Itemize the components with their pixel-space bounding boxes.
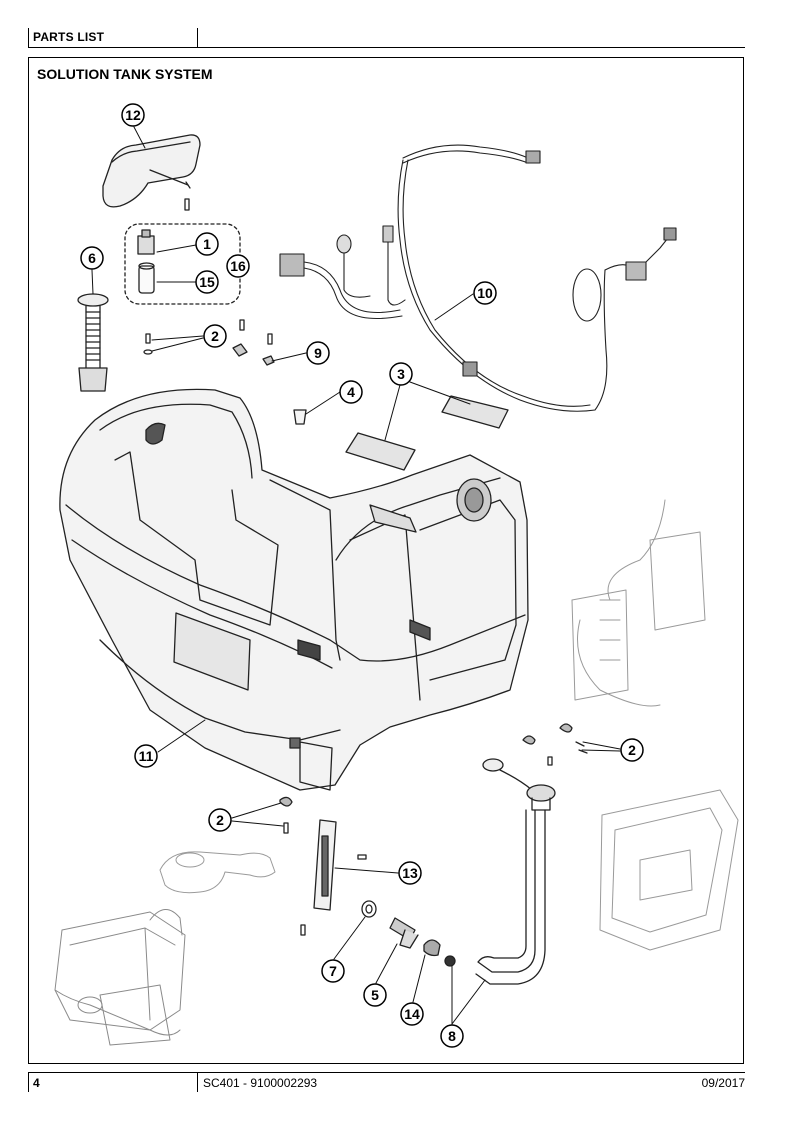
svg-text:16: 16 xyxy=(230,258,246,274)
callout-8: 8 xyxy=(440,1024,464,1048)
part-5-fitting xyxy=(389,917,419,949)
callout-14: 14 xyxy=(400,1002,424,1026)
part-7-washer xyxy=(361,900,377,918)
callout-16: 16 xyxy=(226,254,250,278)
revision-date: 09/2017 xyxy=(701,1076,745,1090)
header-title: PARTS LIST xyxy=(33,30,105,44)
part-12-handle xyxy=(102,134,201,211)
part-15-sleeve xyxy=(138,262,155,294)
part-14-clamp xyxy=(423,939,441,957)
model-number: SC401 - 9100002293 xyxy=(203,1076,318,1090)
svg-text:2: 2 xyxy=(628,742,636,758)
part-11-solution-tank xyxy=(59,388,529,791)
svg-text:11: 11 xyxy=(139,748,154,764)
screw xyxy=(239,319,245,331)
svg-text:7: 7 xyxy=(329,963,337,979)
callout-9: 9 xyxy=(306,341,330,365)
svg-text:8: 8 xyxy=(448,1028,456,1044)
part-8-drain-hose xyxy=(475,758,556,985)
svg-text:13: 13 xyxy=(402,865,418,881)
svg-text:1: 1 xyxy=(203,236,211,252)
svg-text:5: 5 xyxy=(371,987,379,1003)
svg-text:2: 2 xyxy=(216,812,224,828)
callout-15: 15 xyxy=(195,270,219,294)
svg-text:3: 3 xyxy=(397,366,405,382)
screw xyxy=(145,333,151,344)
svg-text:6: 6 xyxy=(88,250,96,266)
svg-text:4: 4 xyxy=(347,384,355,400)
reference-electrical-panel xyxy=(571,499,706,707)
drawing-frame xyxy=(28,57,744,1064)
callout-6: 6 xyxy=(80,246,104,270)
callout-2-b: 2 xyxy=(620,738,644,762)
header-divider xyxy=(197,28,198,47)
reference-machine-view xyxy=(54,909,186,1046)
svg-text:9: 9 xyxy=(314,345,322,361)
callout-5: 5 xyxy=(363,983,387,1007)
part-1-valve xyxy=(137,229,155,255)
footer-rule xyxy=(28,1072,745,1073)
callout-7: 7 xyxy=(321,959,345,983)
callout-10: 10 xyxy=(473,281,497,305)
section-title: SOLUTION TANK SYSTEM xyxy=(37,66,213,82)
callout-1: 1 xyxy=(195,232,219,256)
screw xyxy=(267,333,273,345)
header-rule xyxy=(28,47,745,48)
clip xyxy=(232,343,248,357)
reference-tank-view xyxy=(599,789,739,951)
part-6-fill-hose xyxy=(77,293,109,392)
callout-11: 11 xyxy=(134,744,158,768)
svg-text:10: 10 xyxy=(477,285,493,301)
footer-left-rule xyxy=(28,1072,29,1092)
callouts: 12 1 16 15 6 2 9 10 xyxy=(80,103,644,1048)
part-4-plug xyxy=(293,409,307,425)
callout-2-a: 2 xyxy=(203,324,227,348)
callout-4: 4 xyxy=(339,380,363,404)
hose-plug xyxy=(444,955,456,967)
svg-text:15: 15 xyxy=(199,274,215,290)
svg-text:2: 2 xyxy=(211,328,219,344)
svg-text:12: 12 xyxy=(125,107,141,123)
clip xyxy=(262,355,275,366)
callout-2-c: 2 xyxy=(208,808,232,832)
part-13-bracket xyxy=(300,819,367,936)
part-3-label-b xyxy=(441,395,509,429)
part-3-label-a xyxy=(345,432,416,471)
header-left-rule xyxy=(28,28,29,47)
page-number: 4 xyxy=(33,1076,40,1090)
callout-12: 12 xyxy=(121,103,145,127)
part-10-wire-harness xyxy=(279,144,677,412)
washer xyxy=(143,349,153,355)
callout-13: 13 xyxy=(398,861,422,885)
reference-filter-assembly xyxy=(159,851,276,894)
svg-text:14: 14 xyxy=(404,1006,420,1022)
callout-3: 3 xyxy=(389,362,413,386)
footer-divider xyxy=(197,1072,198,1092)
leader-lines xyxy=(91,126,621,1025)
